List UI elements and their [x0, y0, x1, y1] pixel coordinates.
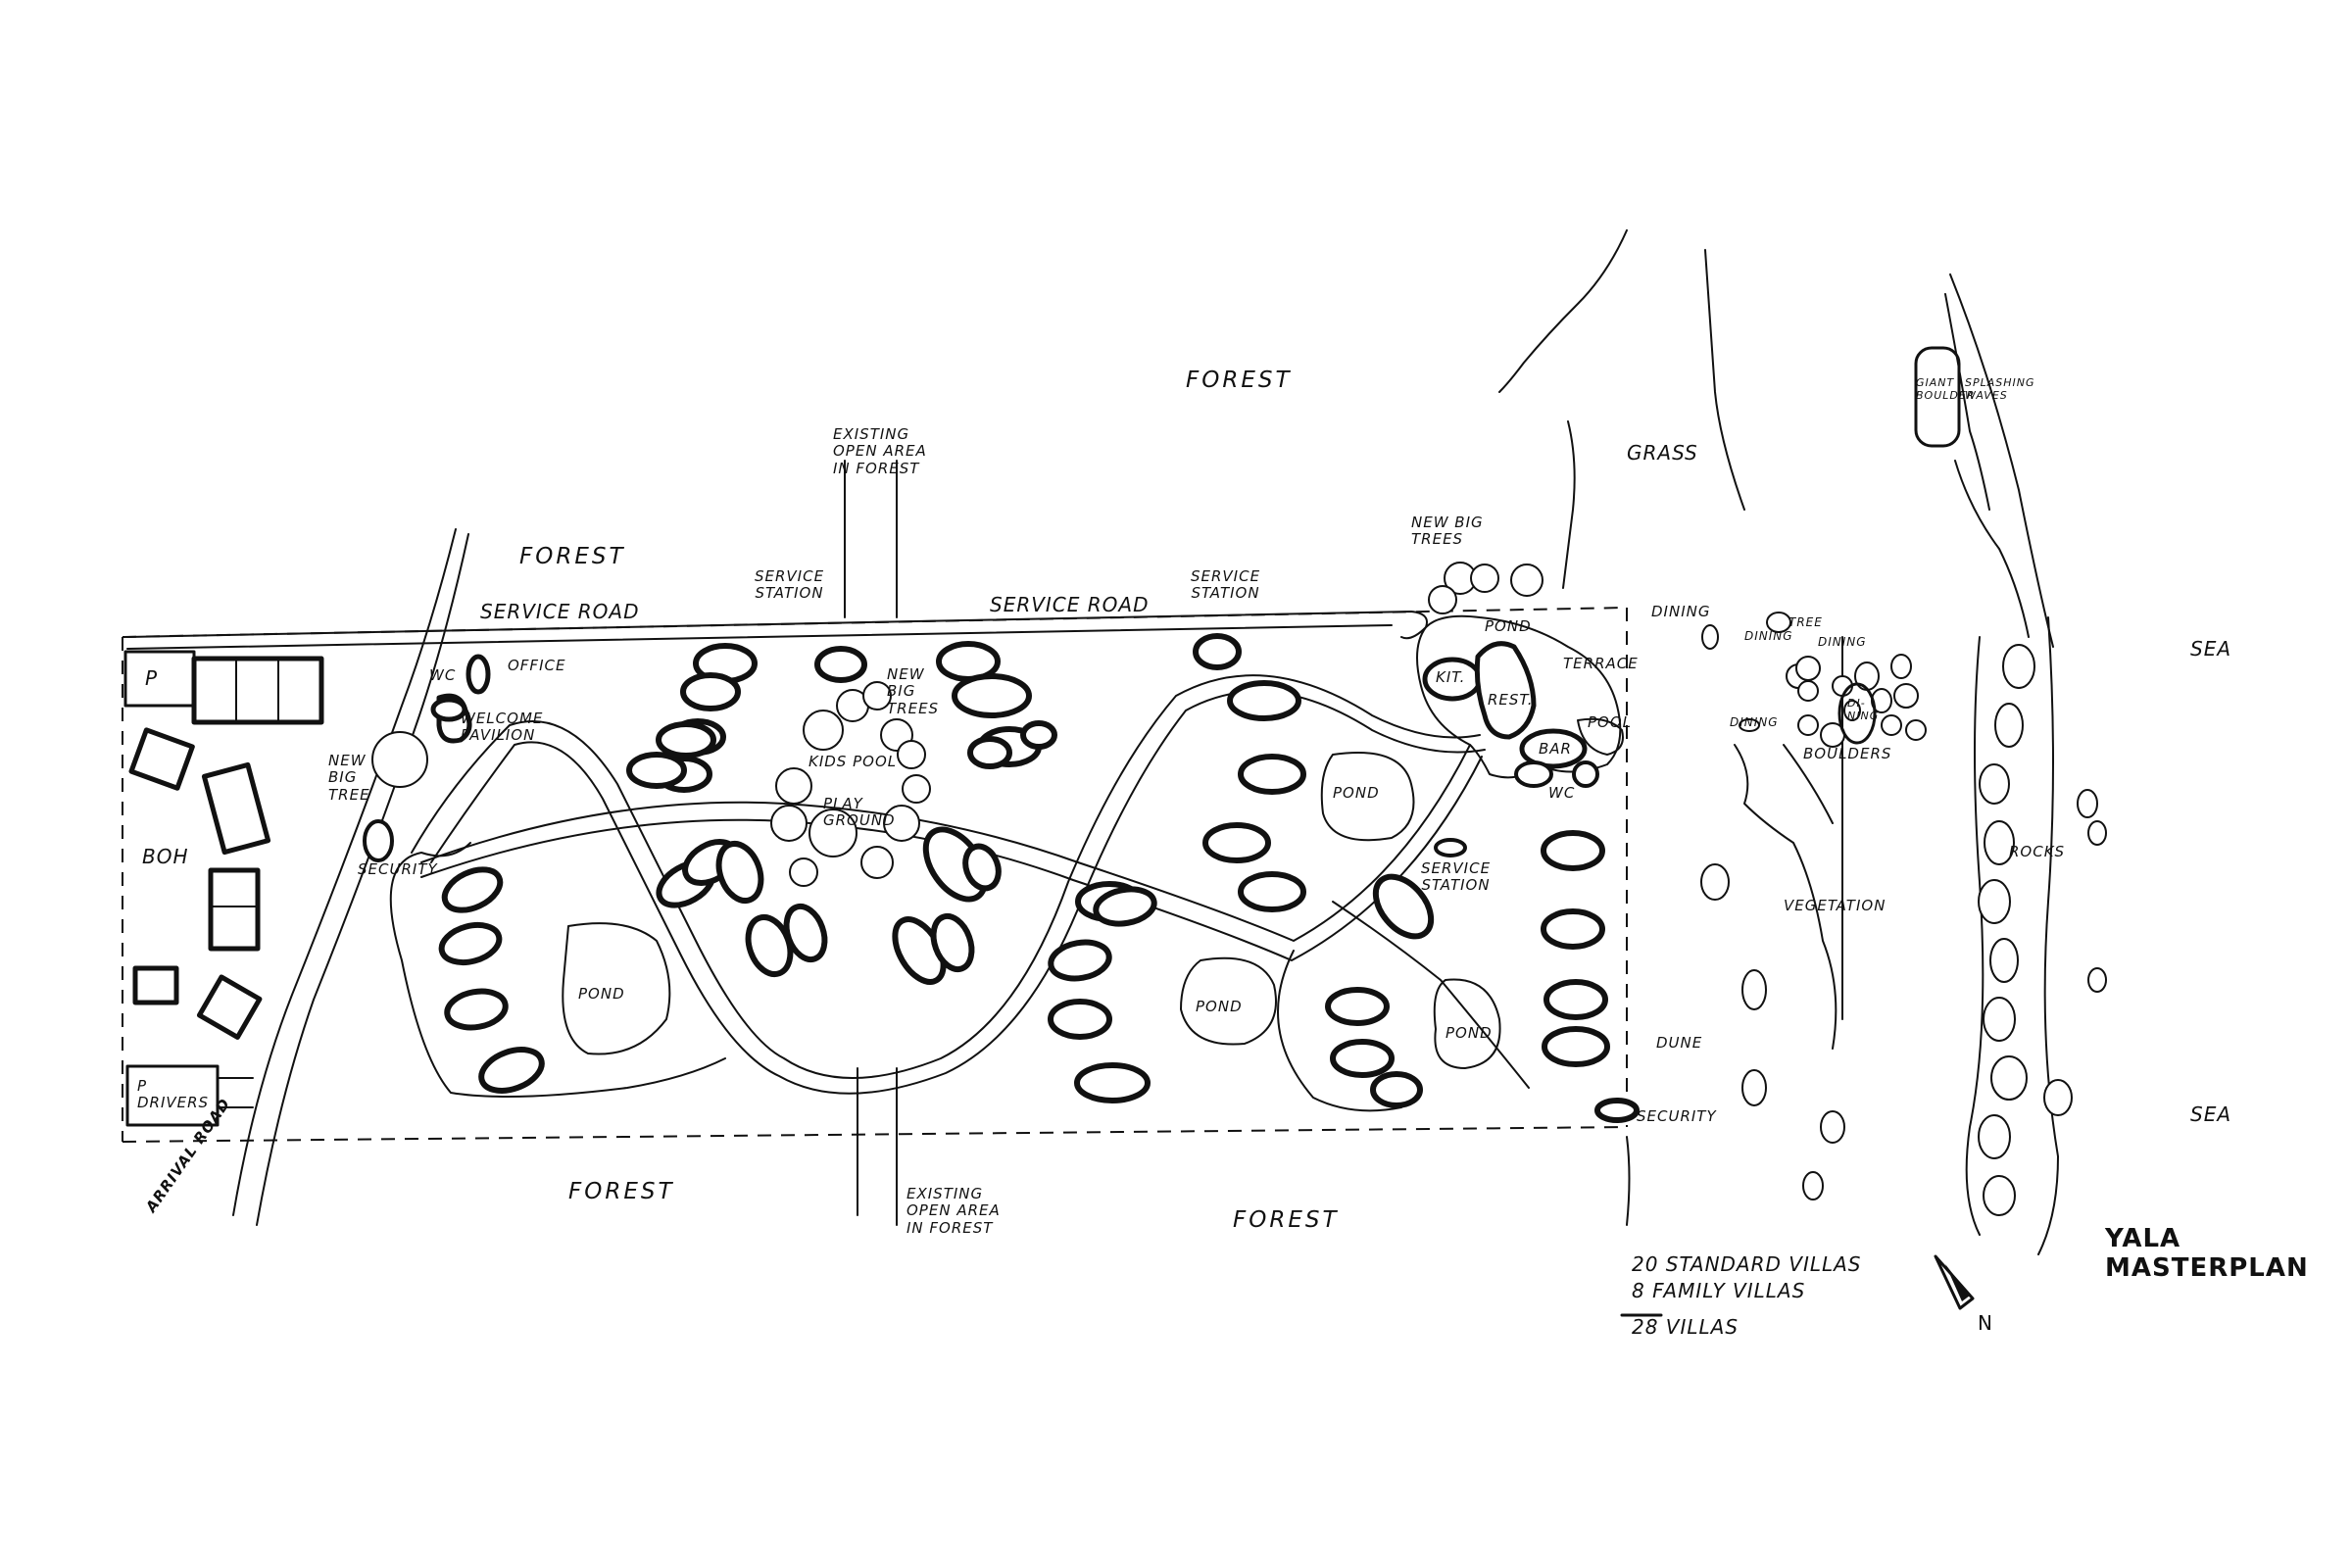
label-giant-boulder: GIANT BOULDER [1916, 376, 1976, 402]
dining-boulders [1701, 612, 1927, 748]
label-sea-bottom: SEA [2190, 1102, 2232, 1126]
label-pool: POOL [1588, 713, 1633, 731]
label-welcome-pavilion: WELCOME PAVILION [461, 710, 544, 745]
label-new-big-trees-center: NEW BIG TREES [887, 665, 940, 717]
label-parking-drivers: P DRIVERS [137, 1077, 210, 1112]
welcome-pavilion [363, 654, 491, 862]
plan-title: YALA MASTERPLAN [2105, 1224, 2309, 1283]
label-grass: GRASS [1627, 441, 1698, 465]
label-rocks: ROCKS [2009, 843, 2066, 860]
label-dining-4: DINING [1730, 715, 1779, 729]
label-terrace: TERRACE [1563, 655, 1639, 672]
label-service-road-left: SERVICE ROAD [480, 600, 640, 623]
label-existing-open-top: EXISTING OPEN AREA IN FOREST [833, 425, 927, 477]
rocks-coast [1954, 460, 2107, 1255]
restaurant-cluster [1416, 562, 1624, 788]
label-security-right: SECURITY [1637, 1107, 1717, 1125]
label-new-big-trees-right: NEW BIG TREES [1411, 514, 1484, 549]
label-dune: DUNE [1656, 1034, 1703, 1052]
label-office: OFFICE [508, 657, 566, 674]
label-pond-2: POND [1196, 998, 1243, 1015]
label-tree: TREE [1788, 615, 1823, 629]
label-forest-top-left: FOREST [519, 544, 626, 569]
label-dining-3: DINING [1818, 635, 1867, 649]
label-service-road-right: SERVICE ROAD [990, 593, 1150, 616]
villa-summary-family: 8 FAMILY VILLAS [1632, 1279, 1806, 1302]
north-arrow [1934, 1254, 1975, 1310]
label-kids-pool: KIDS POOL [808, 753, 898, 770]
label-existing-open-bottom: EXISTING OPEN AREA IN FOREST [906, 1185, 1001, 1237]
label-pond-3: POND [1333, 784, 1380, 802]
label-pond-4: POND [1446, 1024, 1493, 1042]
label-forest-bottom-left: FOREST [568, 1179, 675, 1204]
label-boulders: BOULDERS [1803, 745, 1892, 762]
label-service-station-mid: SERVICE STATION [1191, 567, 1261, 603]
label-boh: BOH [142, 845, 189, 868]
label-wc-right: WC [1548, 784, 1576, 802]
villas [438, 633, 1640, 1123]
ponds [562, 752, 1501, 1069]
arrival-road [232, 528, 469, 1226]
label-pond-small: POND [1485, 617, 1532, 635]
label-rest: REST. [1488, 691, 1534, 709]
label-new-big-tree-left: NEW BIG TREE [328, 752, 370, 804]
label-dining-5: DI- NING [1847, 697, 1880, 722]
label-security-left: SECURITY [358, 860, 438, 878]
label-play-ground: PLAY GROUND [823, 795, 896, 830]
playground-trees [770, 681, 931, 887]
villa-summary-total: 28 VILLAS [1632, 1315, 1740, 1339]
label-forest-bottom-center: FOREST [1233, 1207, 1340, 1233]
label-forest-top-center: FOREST [1186, 368, 1293, 393]
label-sea-top: SEA [2190, 637, 2232, 661]
loop-pathway [389, 744, 1530, 1112]
giant-boulder [1914, 346, 1961, 448]
label-dining-2: DINING [1744, 629, 1793, 643]
label-wc-left: WC [429, 666, 457, 684]
label-kit: KIT. [1436, 668, 1466, 686]
label-pond-1: POND [578, 985, 625, 1003]
label-splashing-waves: SPLASHING WAVES [1965, 376, 2035, 402]
villa-summary-standard: 20 STANDARD VILLAS [1632, 1252, 1862, 1276]
boh-buildings [123, 650, 324, 1127]
vegetation [1700, 744, 1845, 1200]
forest-edges [844, 229, 2054, 1226]
label-service-station-right: SERVICE STATION [1421, 859, 1492, 895]
north-label: N [1978, 1311, 1993, 1335]
label-bar: BAR [1539, 740, 1572, 758]
label-parking: P [145, 666, 159, 690]
label-vegetation: VEGETATION [1784, 897, 1886, 914]
label-dining-1: DINING [1651, 603, 1711, 620]
label-service-station-left: SERVICE STATION [755, 567, 825, 603]
